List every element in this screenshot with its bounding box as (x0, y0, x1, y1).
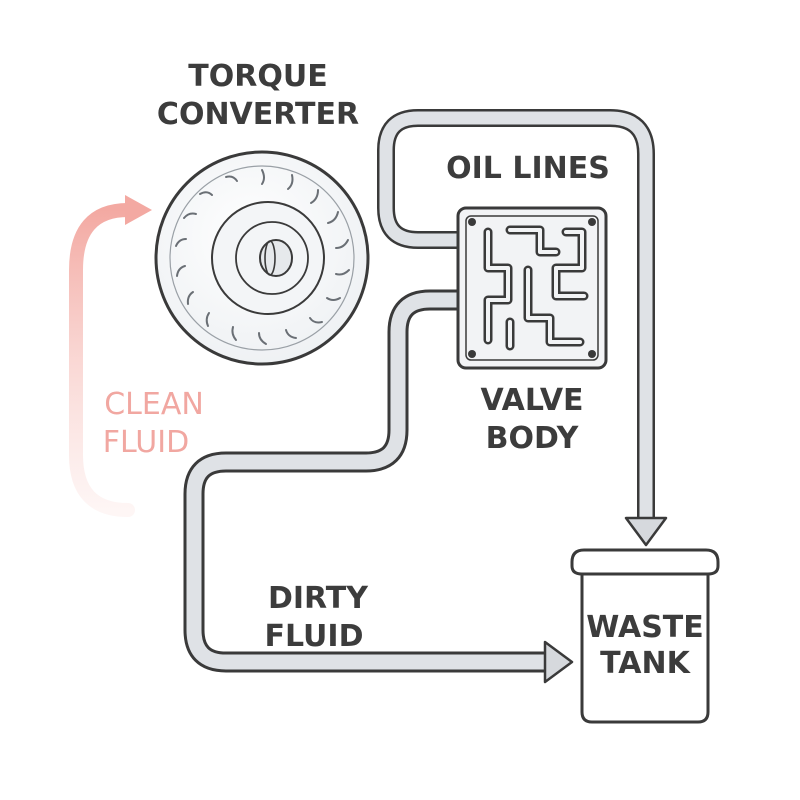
valve-body-label-line1: VALVE (480, 383, 583, 418)
valve-body-icon (456, 206, 608, 370)
waste-tank-icon (570, 548, 720, 724)
arrow-down-icon (624, 516, 668, 547)
torque-converter-label-line1: TORQUE (188, 59, 327, 94)
clean-fluid-label-line1: CLEAN (104, 387, 204, 422)
oil-lines-label: OIL LINES (446, 151, 610, 186)
oil-line-pipe (377, 109, 668, 547)
dirty-fluid-label-line1: DIRTY (268, 581, 369, 616)
dirty-fluid-pipe (183, 289, 574, 684)
clean-fluid-arrow (69, 195, 152, 517)
dirty-fluid-label-line2: FLUID (265, 619, 364, 654)
valve-body-label-line2: BODY (486, 421, 580, 456)
waste-tank-label-line2: TANK (600, 646, 691, 681)
waste-tank-label-line1: WASTE (586, 610, 704, 645)
clean-fluid-label-line2: FLUID (103, 425, 189, 460)
torque-converter-icon (154, 150, 370, 366)
arrow-right-icon (543, 640, 574, 684)
torque-converter-label-line2: CONVERTER (157, 97, 359, 132)
